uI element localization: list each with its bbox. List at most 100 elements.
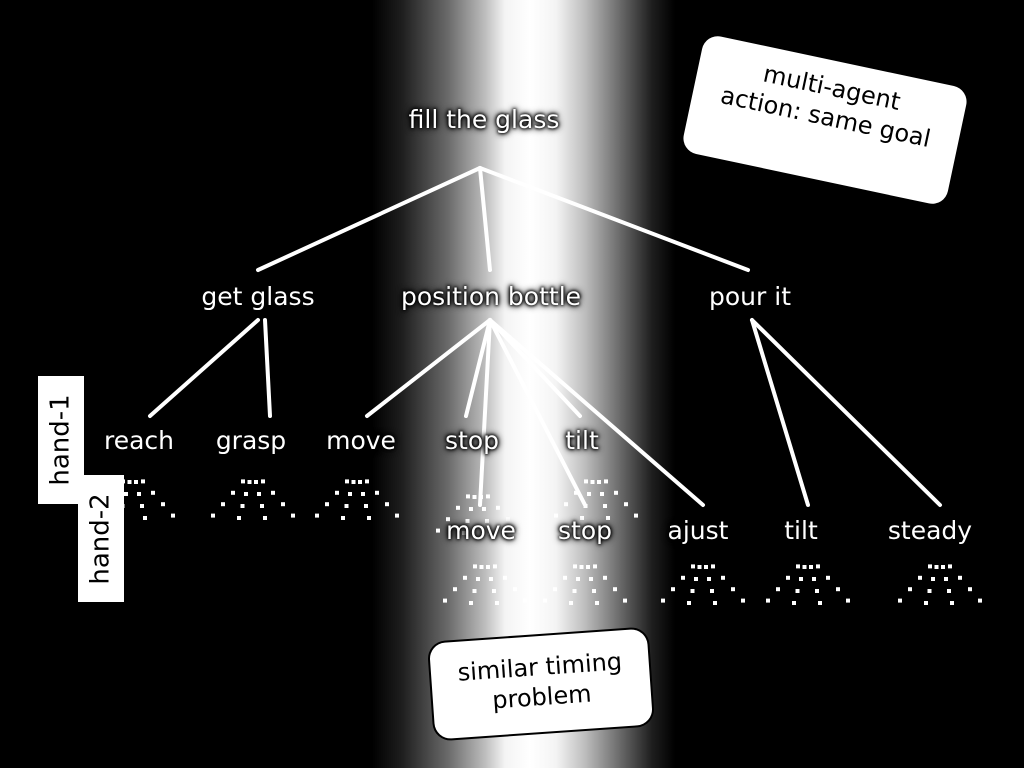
dotted-fan-dot [463,575,467,580]
node-tilt-hand-1: tilt [565,426,599,455]
edge-position-bottle-stop-h1 [464,318,492,418]
dotted-fan-dot [485,519,489,523]
dotted-fan-dot [603,575,607,580]
dotted-fan-dot [127,480,132,484]
dotted-fan-dot [281,502,285,507]
dotted-fan-dot [950,601,954,605]
dotted-fan-dot [141,479,145,484]
dotted-fan-dot [385,502,389,507]
node-stop-hand-2: stop [558,516,612,545]
dotted-fan-dot [671,587,675,592]
dotted-fan-dot [492,589,496,593]
node-get-glass: get glass [201,282,315,311]
dotted-fan-dot [600,492,604,496]
dotted-fan-dot [462,531,466,535]
dotted-fan-dot [493,564,497,569]
dotted-fan-dot [580,516,584,520]
dotted-fan-dot [254,480,258,484]
edge-get-glass-grasp [263,318,272,418]
dotted-fan-dot [367,516,371,520]
dotted-fan-dot [469,507,473,511]
dotted-fan-dot [140,504,144,508]
dotted-fan-dot [586,565,590,569]
dotted-fan-dot [476,577,480,581]
dotted-fan-dot [247,480,252,484]
dotted-fan-dot [496,505,500,510]
dotted-fan-dot [584,479,588,484]
dotted-fan-dot [257,492,261,496]
dotted-fan-dot [623,598,627,603]
dotted-fan-dot [624,502,628,507]
dotted-fan-dot [710,589,714,593]
node-reach: reach [103,426,175,455]
dotted-fan-dot [711,564,715,569]
dotted-fan-dot [291,513,295,518]
dotted-fan-dot [486,565,490,569]
dotted-fan-dot [211,513,215,518]
dotted-fan-dot [924,601,928,605]
dotted-fan-dot [260,504,264,508]
dotted-fan-dot [543,598,547,603]
dotted-fan-dot [947,589,951,593]
dotted-fan-dot [721,575,725,580]
dotted-fan-dot [796,564,800,569]
dotted-fan-dot [792,601,796,605]
dotted-fan-dot [335,490,339,495]
dotted-fan-dot [799,577,803,581]
dotted-fan-dot [931,577,935,581]
dotted-fan-dot [941,565,945,569]
dotted-fan-dot [590,480,595,484]
dotted-fan-dot [161,502,165,507]
dotted-fan-dot [731,587,735,592]
edge-root-get-glass [256,166,482,272]
dotted-fan-dot [587,492,591,496]
dotted-fan-dot [482,507,486,511]
dotted-fan-dot [928,564,932,569]
dotted-fan-dot [776,587,780,592]
dotted-fan-dot [341,516,345,520]
node-move-hand-1: move [326,426,396,455]
edge-root-pour-it [478,166,750,272]
node-stop-hand-1: stop [445,426,499,455]
dotted-fan-dot [479,565,484,569]
dotted-fan-dot [221,502,225,507]
dotted-fan-dot [898,598,902,603]
dotted-fan-dot [574,490,578,495]
dotted-fan-dot [472,589,477,593]
dotted-fan-dot [466,494,470,499]
dotted-fan-dot [918,575,922,580]
node-tilt-hand-2: tilt [784,516,818,545]
dotted-fan-dot [603,504,607,508]
edge-position-bottle-move-h1 [365,318,492,418]
dotted-fan-dot [661,598,665,603]
node-pour-it: pour it [709,282,791,311]
node-position-bottle: position bottle [400,282,582,311]
dotted-fan-dot [795,589,800,593]
dotted-fan-dot [604,479,608,484]
dotted-fan-dot [361,492,365,496]
dotted-fan-dot [836,587,840,592]
dotted-fan-dot [375,490,379,495]
dotted-fan-dot [171,513,175,518]
dotted-fan-dot [240,504,245,508]
edge-root-position-bottle [478,166,492,272]
dotted-fan-dot [124,492,128,496]
dotted-fan-dot [815,589,819,593]
dotted-fan-dot [704,565,708,569]
dotted-fan-dot [486,494,490,499]
dotted-fan-dot [231,490,235,495]
dotted-fan-dot [465,519,470,523]
dotted-fan-dot [687,601,691,605]
hand-1-label: hand-1 [38,376,84,504]
dotted-fan-dot [579,565,584,569]
hand-1-text: hand-1 [46,394,77,486]
dotted-fan-dot [948,564,952,569]
dotted-fan-dot [766,598,770,603]
edge-pour-it-steady [750,318,942,507]
dotted-fan-dot [453,587,457,592]
dotted-fan-dot [818,601,822,605]
dotted-fan-dot [365,479,369,484]
dotted-fan-dot [554,513,558,518]
dotted-fan-dot [516,528,520,533]
dotted-fan-dot [968,587,972,592]
